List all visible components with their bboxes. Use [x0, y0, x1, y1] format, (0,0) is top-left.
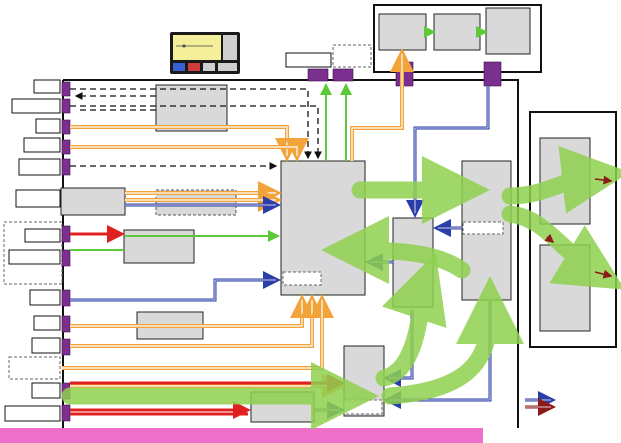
dashed-arrows [70, 88, 322, 170]
left-label-box [4, 405, 61, 422]
block-top-left [155, 84, 228, 132]
red-arrows [70, 225, 345, 419]
left-label-box [31, 337, 61, 354]
left-label-box [31, 382, 61, 399]
top-label-box [285, 52, 332, 68]
left-label-box [33, 79, 61, 94]
left-label-box-dashed [8, 356, 61, 380]
left-label-box [23, 137, 61, 153]
block-input-1 [60, 187, 126, 216]
left-label-box [35, 118, 61, 134]
port [307, 68, 329, 82]
top-label-box-dashed [332, 44, 372, 68]
left-label-box [24, 228, 61, 243]
left-label-box [18, 158, 61, 176]
left-label-box [15, 189, 61, 208]
top-block-2 [433, 13, 481, 51]
top-block-3 [485, 7, 531, 55]
left-label-box [11, 98, 61, 114]
port [332, 68, 354, 82]
left-label-box [33, 315, 61, 331]
port [483, 61, 502, 87]
left-label-box [8, 249, 61, 265]
port [395, 61, 414, 87]
block-right-large-sub [462, 221, 504, 235]
block-central-sub [282, 271, 322, 286]
top-right-frame [373, 4, 542, 73]
left-label-box [29, 289, 61, 306]
block-input-2 [123, 229, 195, 264]
bottom-bar [0, 428, 483, 443]
top-block-1 [378, 13, 427, 51]
control-panel-screen-icon [170, 32, 240, 74]
green-arrows [70, 83, 352, 251]
